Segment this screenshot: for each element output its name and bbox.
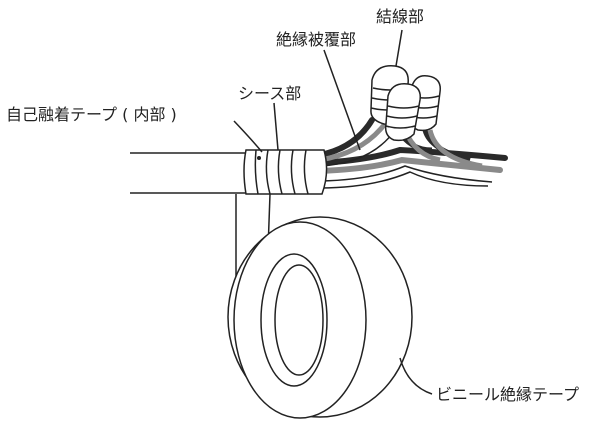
- vinyl-tape-roll: [227, 216, 413, 419]
- label-self-fusing-tape: 自己融着テープ ( 内部 ): [6, 105, 177, 124]
- leader-lines: [233, 29, 433, 395]
- tape-wrap-on-cable: [243, 149, 328, 195]
- connection-wraps: [370, 65, 441, 142]
- cable: [130, 152, 246, 194]
- label-insulation-coating: 絶縁被覆部: [276, 30, 356, 49]
- label-connection: 結線部: [376, 7, 424, 26]
- label-vinyl-tape: ビニール絶縁テープ: [436, 385, 579, 404]
- label-sheath: シース部: [238, 84, 301, 103]
